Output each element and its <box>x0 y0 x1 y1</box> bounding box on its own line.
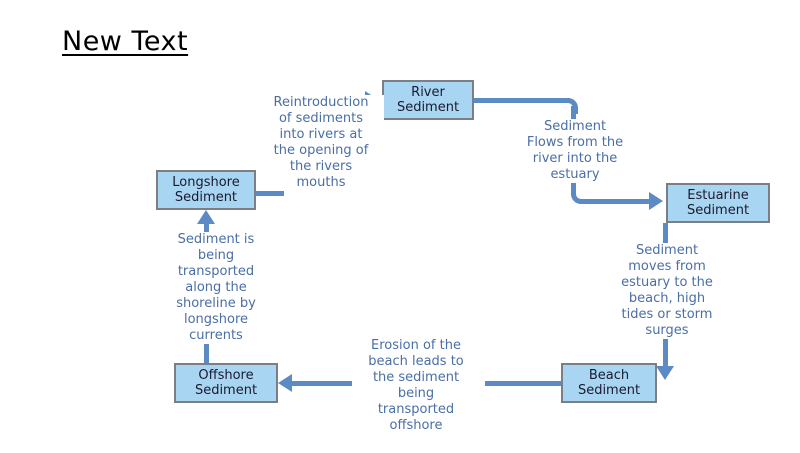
edge-label-river-to-estuarine: Sediment Flows from the river into the e… <box>510 119 640 183</box>
page-title: New Text <box>62 26 189 57</box>
connector-estuarine-to-beach-upper <box>663 223 668 251</box>
connector-offshore-to-longshore-upper <box>204 224 209 232</box>
connector-offshore-to-longshore-lower <box>204 338 209 363</box>
node-estuarine-sediment[interactable]: Estuarine Sediment <box>666 183 770 223</box>
edge-label-beach-to-offshore: Erosion of the beach leads to the sedime… <box>352 338 480 434</box>
arrowhead-into-beach-sediment <box>656 366 674 380</box>
connector-river-to-estuarine-corner-b <box>571 188 587 204</box>
connector-estuarine-to-beach-lower <box>663 330 668 368</box>
arrowhead-into-offshore-sediment <box>278 374 292 392</box>
node-river-sediment[interactable]: River Sediment <box>382 80 474 120</box>
connector-river-to-estuarine-bottom <box>583 199 649 204</box>
connector-longshore-to-river-stub <box>256 191 284 196</box>
edge-label-longshore-to-river: Reintroduction of sediments into rivers … <box>258 95 384 191</box>
arrowhead-into-estuarine-sediment <box>649 192 663 210</box>
arrowhead-into-longshore-sediment <box>197 210 215 224</box>
node-longshore-sediment[interactable]: Longshore Sediment <box>156 170 256 210</box>
connector-beach-to-offshore-right <box>485 381 561 386</box>
node-offshore-sediment[interactable]: Offshore Sediment <box>174 363 278 403</box>
connector-river-to-estuarine-top <box>474 98 570 103</box>
connector-beach-to-offshore-left <box>292 381 352 386</box>
edge-label-estuarine-to-beach: Sediment moves from estuary to the beach… <box>608 243 726 339</box>
edge-label-offshore-to-longshore: Sediment is being transported along the … <box>158 232 274 344</box>
node-beach-sediment[interactable]: Beach Sediment <box>561 363 657 403</box>
